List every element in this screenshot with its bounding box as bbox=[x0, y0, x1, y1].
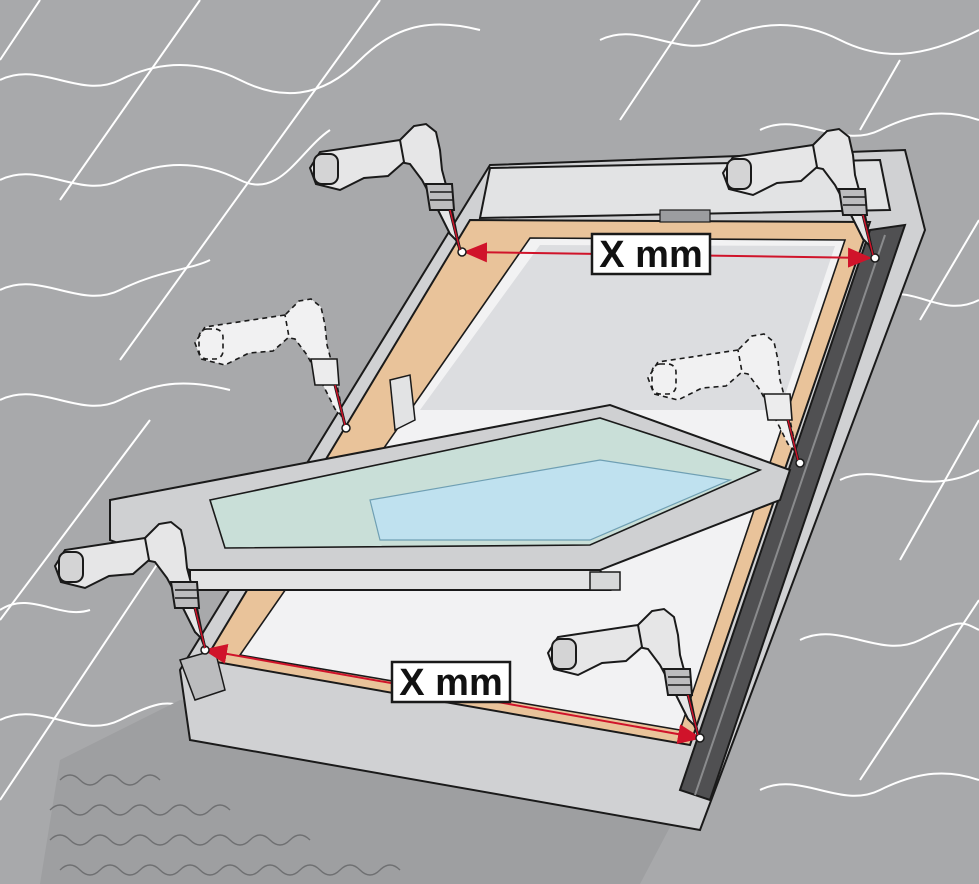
bottom-flashing-texture bbox=[49, 774, 401, 876]
top-measurement: X mm bbox=[463, 232, 872, 276]
screw-points bbox=[200, 247, 880, 743]
window-glass bbox=[369, 459, 733, 541]
top-measure-label-box bbox=[590, 232, 712, 276]
screw-icon bbox=[695, 733, 705, 743]
bottom-flashing bbox=[40, 700, 700, 884]
screw-icon bbox=[795, 458, 805, 468]
screw-icon bbox=[341, 423, 351, 433]
bottom-measurement: X mm bbox=[203, 644, 702, 744]
top-measure-label: X mm bbox=[599, 234, 702, 276]
screw-icon bbox=[870, 253, 880, 263]
bottom-measure-label: X mm bbox=[399, 662, 502, 704]
bottom-measure-label-box bbox=[390, 660, 512, 704]
side-flashing bbox=[678, 223, 907, 802]
